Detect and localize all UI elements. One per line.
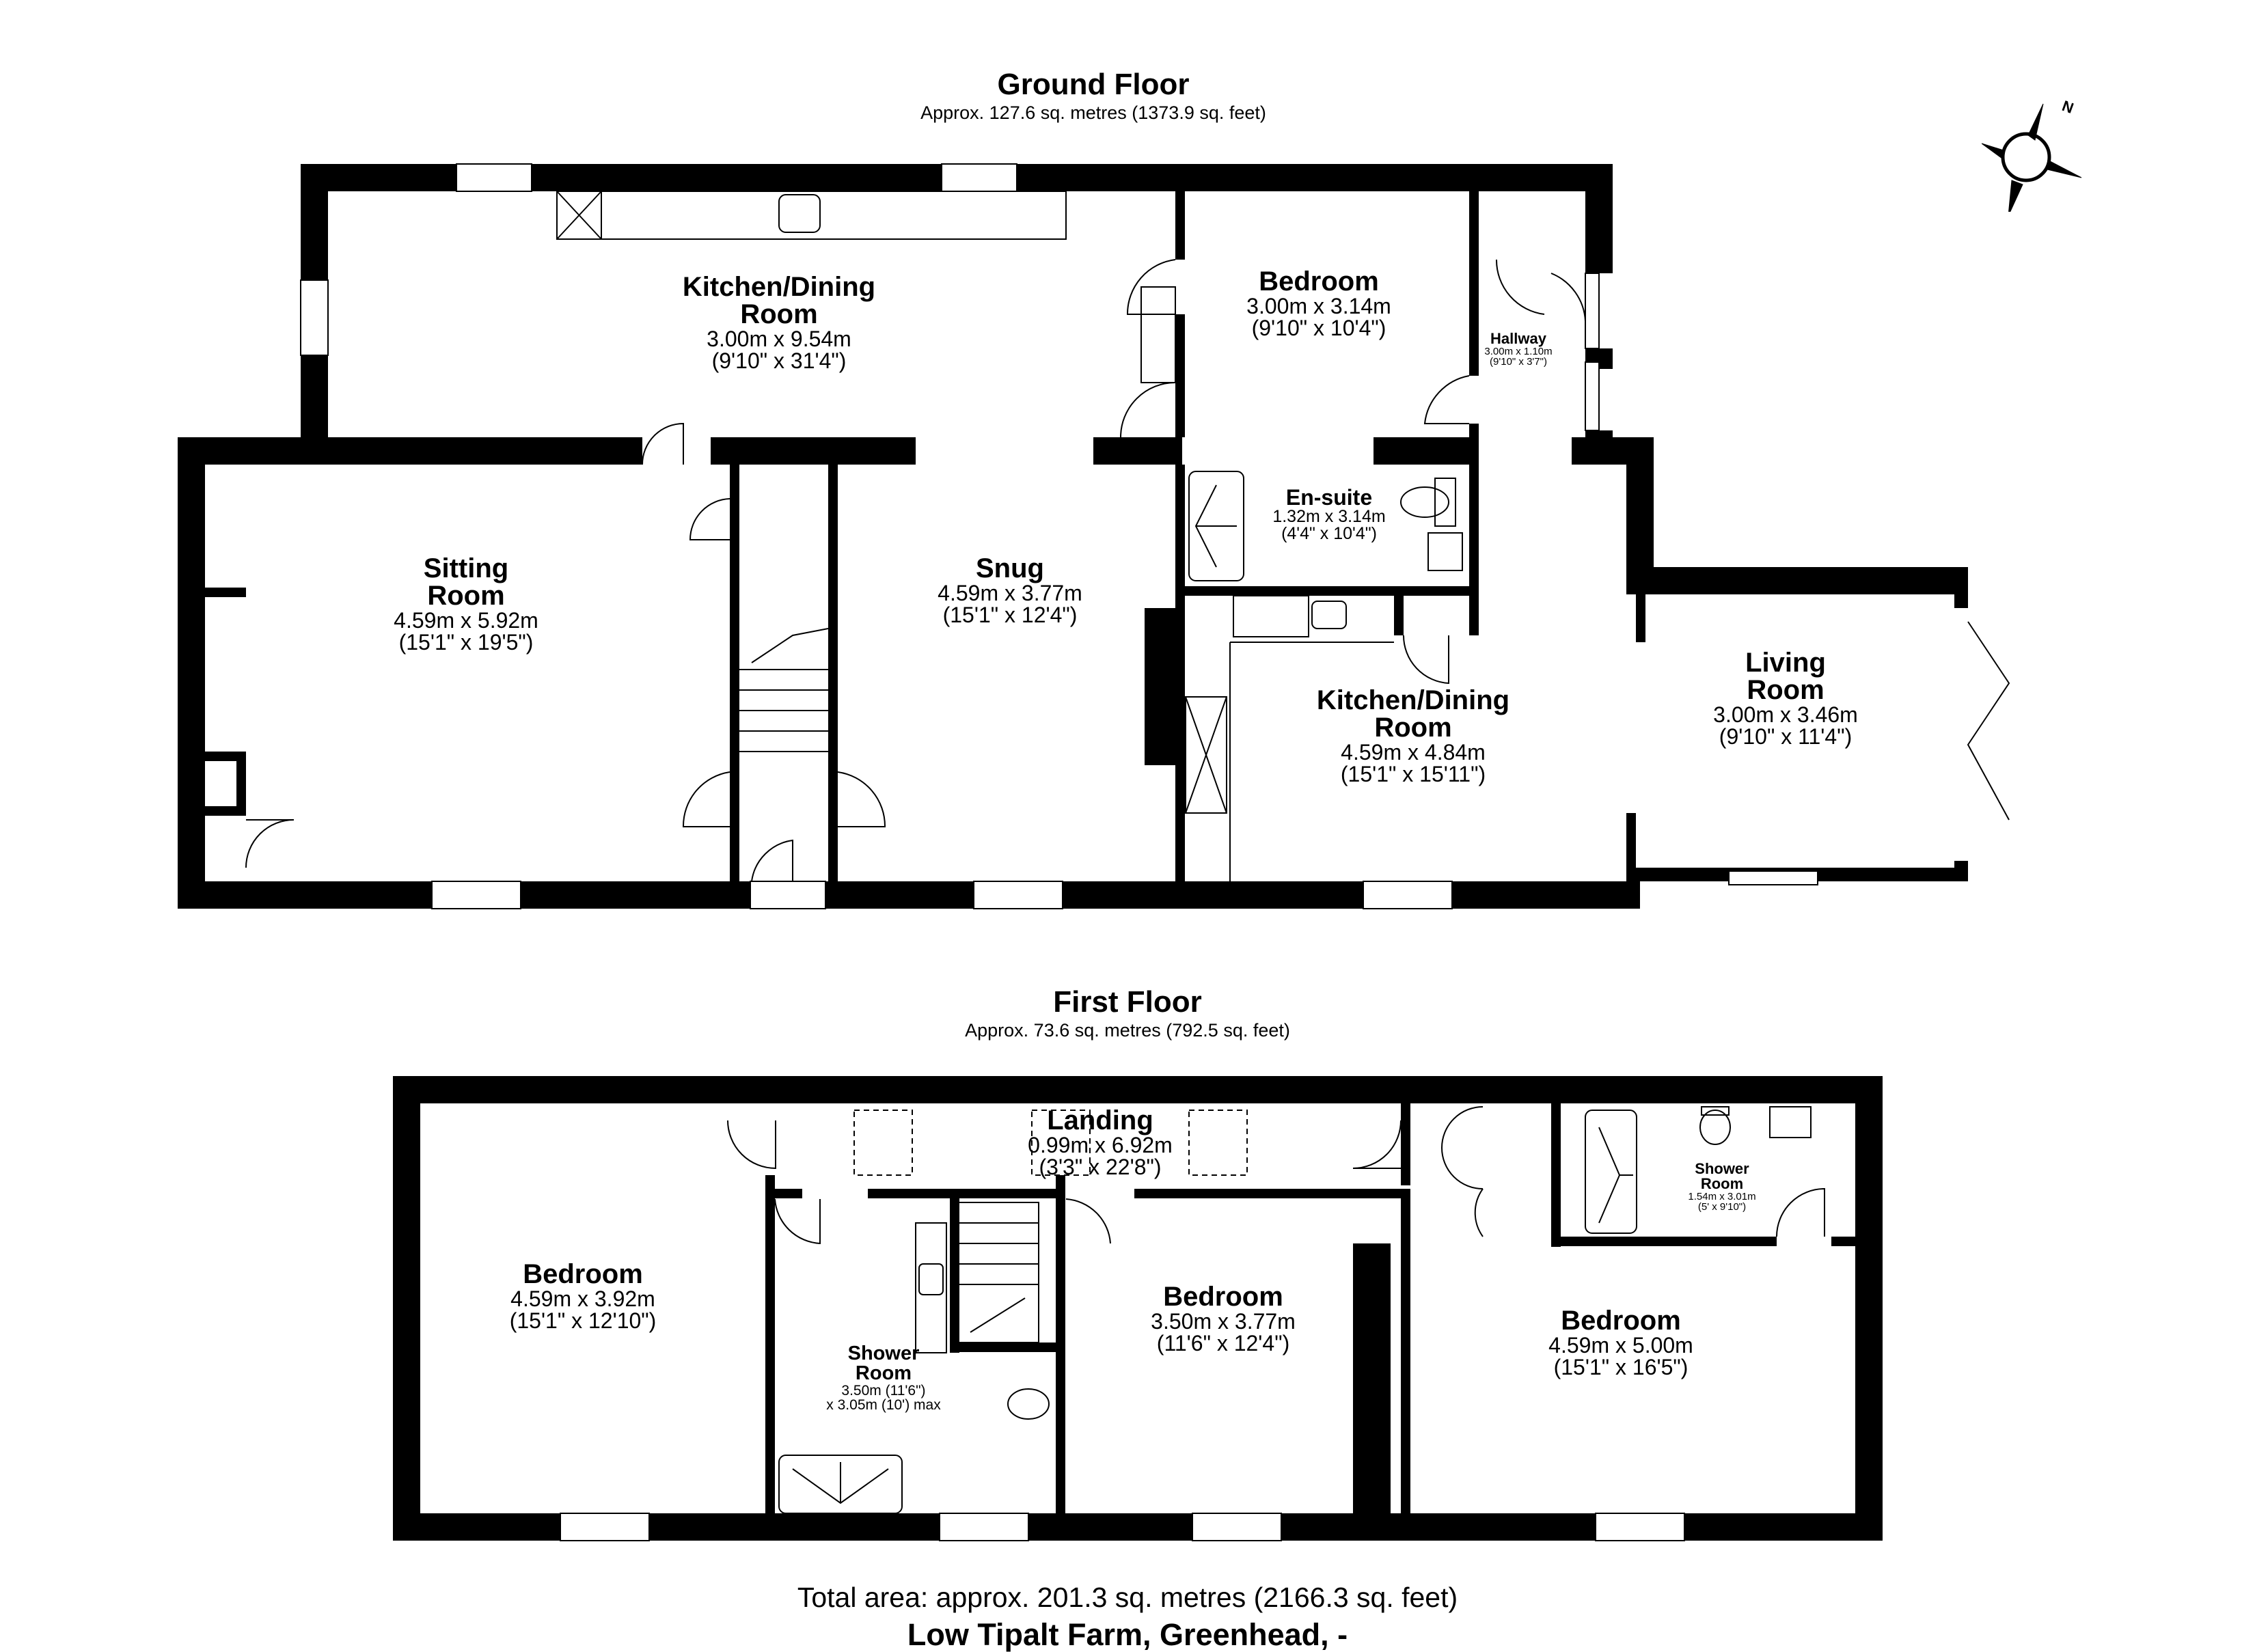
room-dimensions-imperial: (9'10" x 3'7")	[1490, 356, 1547, 368]
ground-floor-doors	[245, 259, 2010, 882]
room-name: Sitting	[423, 553, 509, 583]
room-sitting-room: Sitting Room 4.59m x 5.92m (15'1" x 19'5…	[394, 555, 538, 653]
room-living-room: Living Room 3.00m x 3.46m (9'10" x 11'4"…	[1713, 649, 1858, 747]
room-kitchen-dining-lower: Kitchen/Dining Room 4.59m x 4.84m (15'1"…	[1317, 687, 1509, 785]
room-bedroom-first-middle: Bedroom 3.50m x 3.77m (11'6" x 12'4")	[1151, 1283, 1296, 1354]
room-shower-room-main: Shower Room 3.50m (11'6") x 3.05m (10') …	[826, 1343, 941, 1413]
room-dimensions-imperial: (5' x 9'10")	[1697, 1201, 1747, 1213]
room-en-suite: En-suite 1.32m x 3.14m (4'4" x 10'4")	[1272, 486, 1385, 542]
room-dimensions-metric: 3.00m x 9.54m	[707, 327, 851, 351]
room-dimensions-metric: 3.00m x 3.46m	[1713, 702, 1858, 727]
room-name: Bedroom	[1561, 1306, 1681, 1336]
room-dimensions-metric: 3.50m x 3.77m	[1151, 1309, 1296, 1334]
room-dimensions-imperial: (15'1" x 12'4")	[942, 603, 1078, 627]
room-name: Bedroom	[1259, 266, 1379, 297]
room-dimensions-metric: 1.32m x 3.14m	[1272, 507, 1386, 526]
room-shower-room-ensuite: Shower Room 1.54m x 3.01m (5' x 9'10")	[1688, 1160, 1756, 1213]
room-name-line2: Room	[1747, 675, 1824, 705]
room-name: Hallway	[1490, 330, 1546, 347]
room-name: En-suite	[1285, 485, 1373, 510]
room-dimensions-metric: 3.50m (11'6")	[841, 1383, 926, 1399]
room-name-line2: Room	[1374, 713, 1452, 743]
ground-floor-windows	[300, 163, 1818, 909]
room-dimensions-metric: 3.00m x 3.14m	[1246, 294, 1391, 318]
room-name: Bedroom	[523, 1259, 643, 1289]
room-dimensions-metric: 0.99m x 6.92m	[1028, 1133, 1173, 1157]
room-dimensions-metric: 4.59m x 4.84m	[1341, 740, 1486, 765]
first-floor-area: Approx. 73.6 sq. metres (792.5 sq. feet)	[965, 1020, 1290, 1041]
room-name-line2: Room	[855, 1362, 912, 1384]
room-dimensions-metric: 1.54m x 3.01m	[1688, 1191, 1756, 1202]
room-dimensions-metric: 3.00m x 1.10m	[1484, 346, 1553, 357]
room-dimensions-imperial: (3'3" x 22'8")	[1039, 1155, 1162, 1179]
ground-floor-fixtures	[556, 191, 1463, 881]
room-kitchen-dining-upper: Kitchen/Dining Room 3.00m x 9.54m (9'10"…	[683, 273, 875, 372]
room-dimensions-imperial: (9'10" x 31'4")	[711, 348, 847, 373]
first-floor-doors	[727, 1106, 1825, 1245]
property-address: Low Tipalt Farm, Greenhead, -	[907, 1617, 1348, 1652]
room-landing: Landing 0.99m x 6.92m (3'3" x 22'8")	[1028, 1107, 1173, 1178]
room-snug: Snug 4.59m x 3.77m (15'1" x 12'4")	[938, 555, 1082, 626]
room-name-line2: Room	[427, 581, 505, 611]
room-name: Snug	[976, 553, 1044, 583]
room-name: Kitchen/Dining	[1316, 685, 1510, 715]
room-bedroom-ground: Bedroom 3.00m x 3.14m (9'10" x 10'4")	[1246, 268, 1391, 339]
room-dimensions-imperial: (4'4" x 10'4")	[1281, 524, 1377, 543]
compass-rose-icon	[1981, 103, 2082, 217]
room-dimensions-imperial: (15'1" x 15'11")	[1340, 762, 1486, 786]
first-floor-fixtures	[778, 1106, 1812, 1514]
room-dimensions-imperial: (9'10" x 10'4")	[1251, 316, 1386, 340]
ground-floor-area: Approx. 127.6 sq. metres (1373.9 sq. fee…	[920, 102, 1266, 123]
room-dimensions-imperial: (15'1" x 16'5")	[1553, 1355, 1689, 1379]
room-name: Kitchen/Dining	[682, 272, 876, 302]
room-dimensions-imperial: (9'10" x 11'4")	[1719, 724, 1853, 749]
room-bedroom-first-east: Bedroom 4.59m x 5.00m (15'1" x 16'5")	[1548, 1307, 1693, 1378]
room-name: Bedroom	[1163, 1282, 1283, 1312]
room-dimensions-imperial: (11'6" x 12'4")	[1156, 1331, 1290, 1355]
room-name: Shower	[847, 1343, 920, 1364]
room-dimensions-metric: 4.59m x 5.00m	[1548, 1333, 1693, 1358]
compass-icon: N	[1981, 97, 2105, 217]
total-area-text: Total area: approx. 201.3 sq. metres (21…	[797, 1582, 1458, 1613]
room-name: Shower	[1695, 1160, 1749, 1177]
room-name: Living	[1745, 648, 1826, 678]
room-dimensions-imperial: (15'1" x 12'10")	[509, 1308, 657, 1333]
room-name: Landing	[1047, 1105, 1153, 1135]
room-dimensions-metric: 4.59m x 3.92m	[510, 1286, 655, 1311]
room-bedroom-first-west: Bedroom 4.59m x 3.92m (15'1" x 12'10")	[510, 1261, 657, 1332]
room-dimensions-metric: 4.59m x 3.77m	[938, 581, 1082, 605]
first-floor-title: First Floor	[1053, 985, 1202, 1019]
room-dimensions-imperial: x 3.05m (10') max	[826, 1397, 941, 1413]
first-floor-windows	[560, 1513, 1685, 1541]
ground-floor-walls	[178, 164, 1968, 909]
room-name-line2: Room	[740, 299, 818, 329]
room-name-line2: Room	[1700, 1175, 1744, 1192]
room-dimensions-imperial: (15'1" x 19'5")	[398, 630, 534, 655]
room-dimensions-metric: 4.59m x 5.92m	[394, 608, 538, 633]
ground-floor-title: Ground Floor	[997, 68, 1190, 101]
room-hallway: Hallway 3.00m x 1.10m (9'10" x 3'7")	[1484, 330, 1553, 368]
